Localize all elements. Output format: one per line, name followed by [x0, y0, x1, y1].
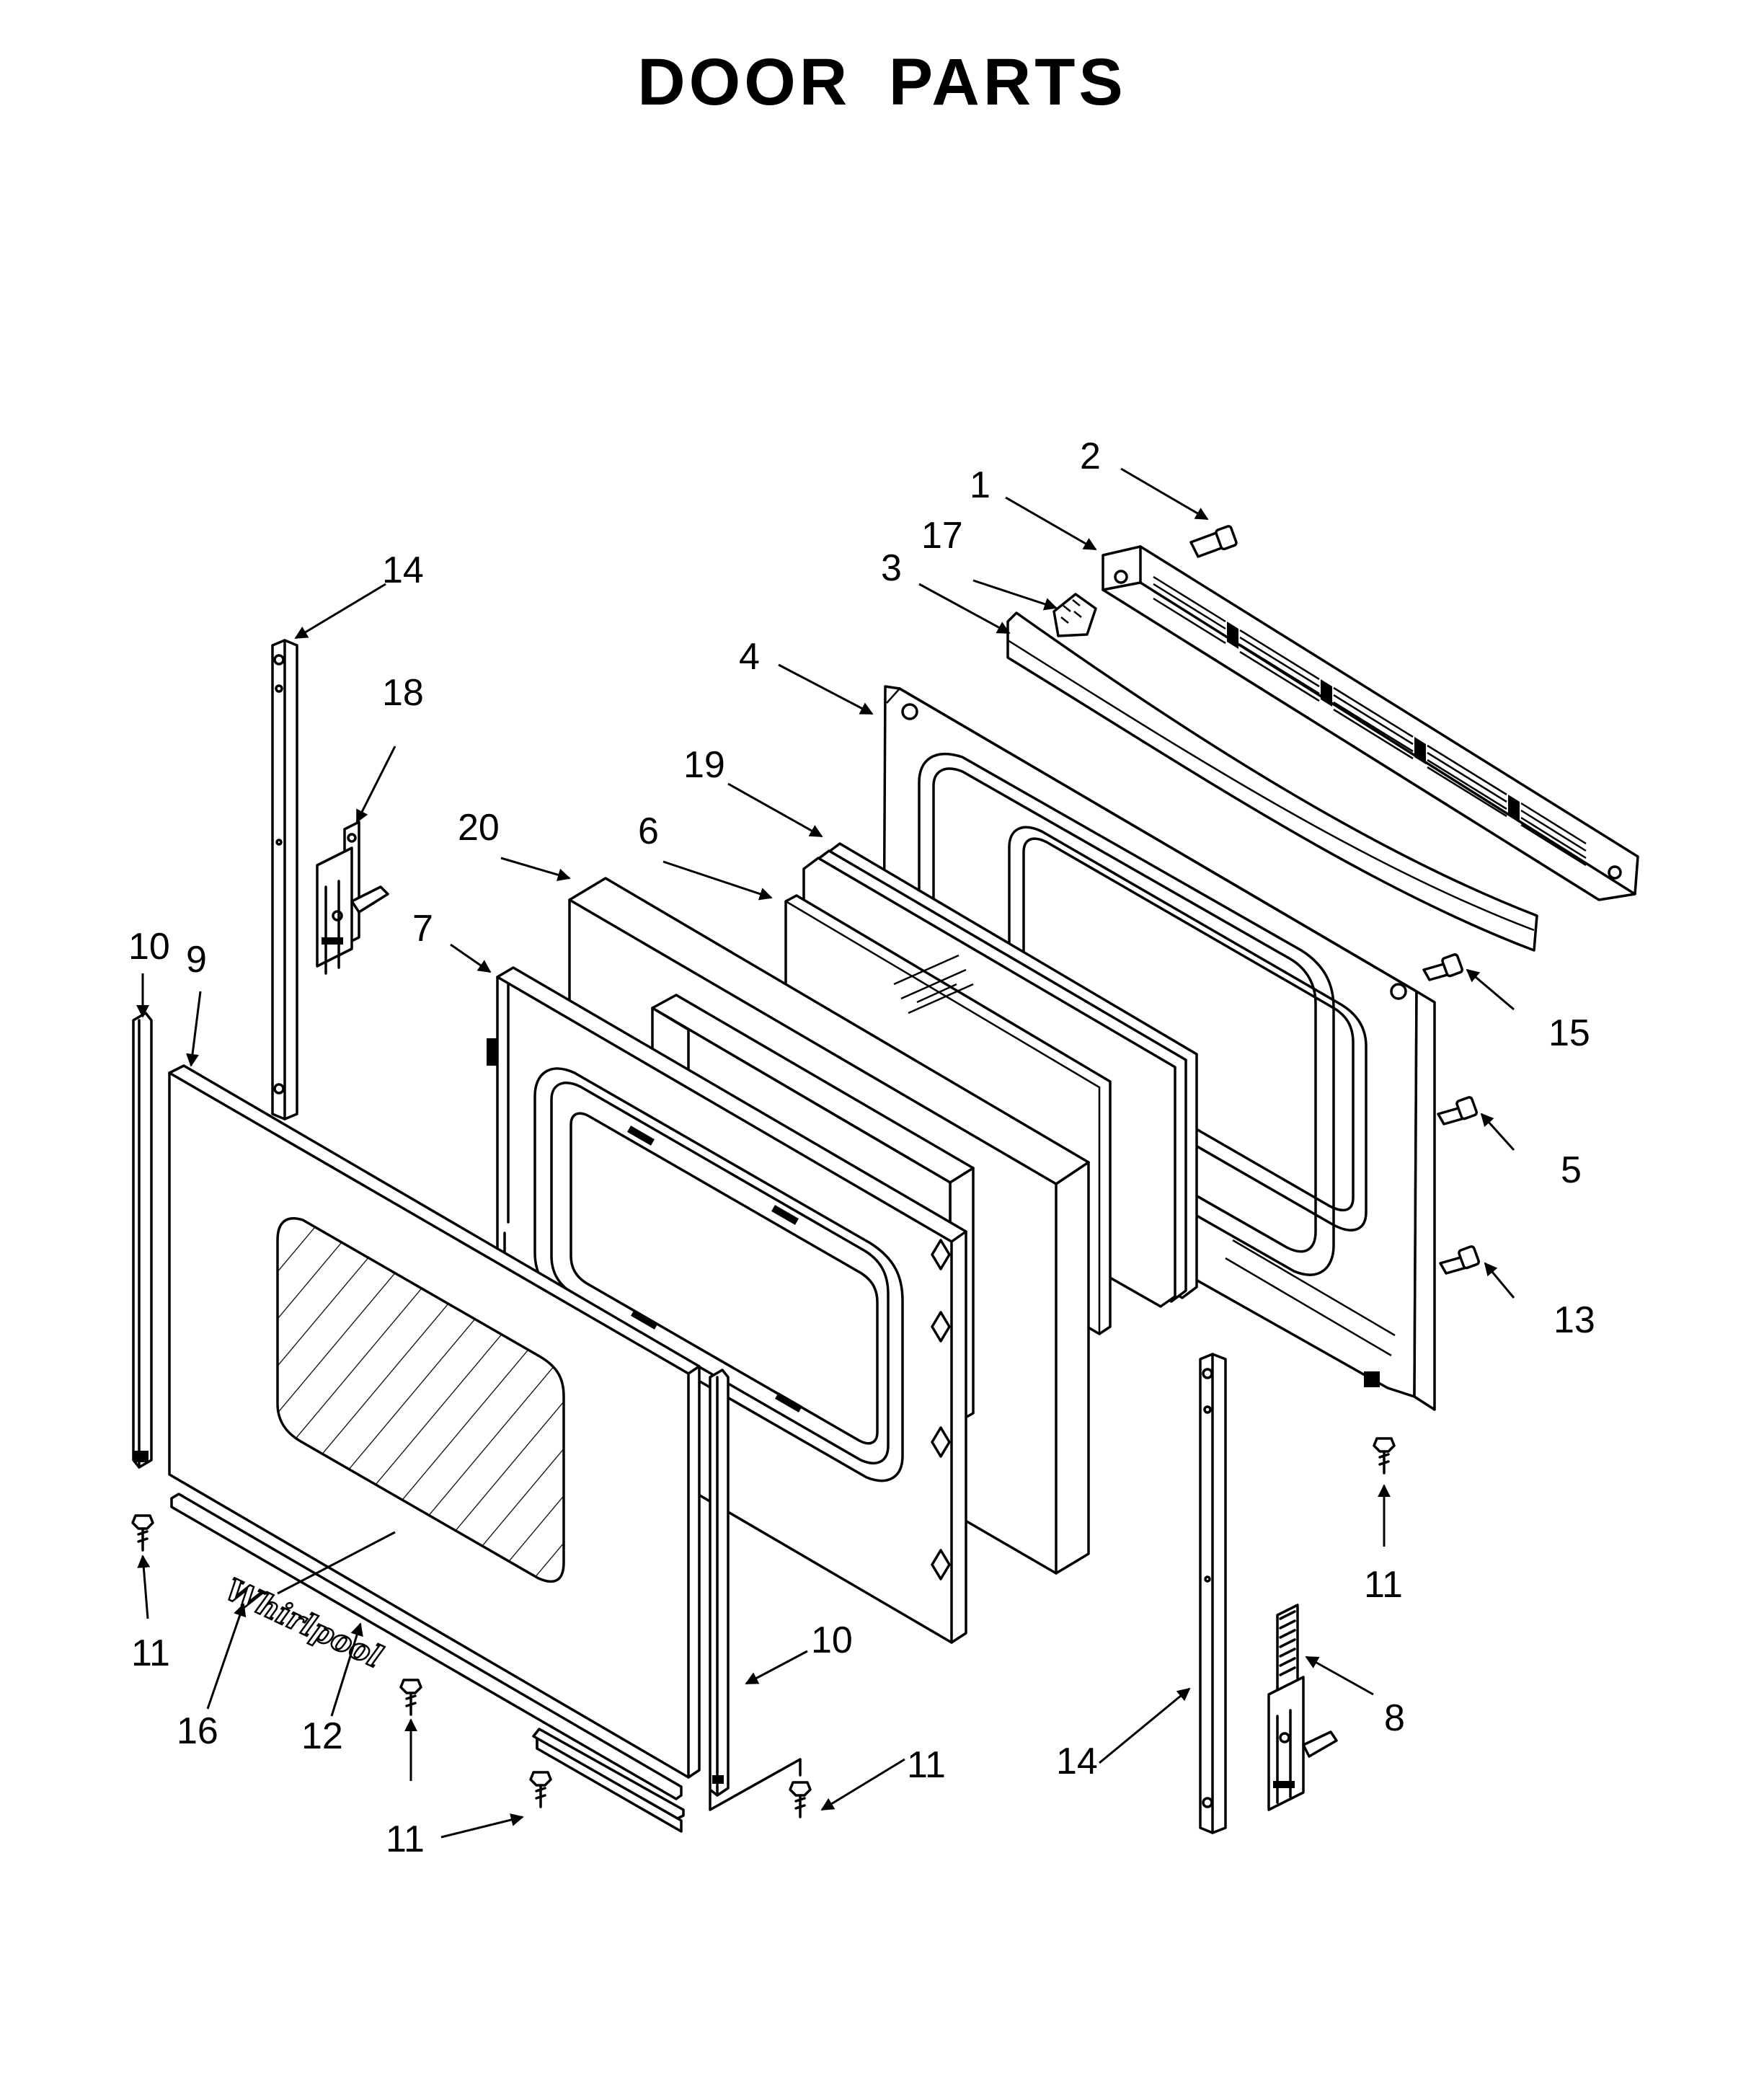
callout-8: 8 — [1384, 1697, 1405, 1739]
side-screw-15-part — [1422, 953, 1464, 981]
callout-1: 1 — [970, 464, 990, 506]
bottom-trim-part — [170, 1493, 685, 1833]
screw-11-bottom-center — [529, 1771, 552, 1808]
vent-slots — [1153, 575, 1587, 867]
callout-2: 2 — [1080, 436, 1101, 477]
right-trim-strip-part — [709, 1369, 802, 1811]
gasket-strip-part — [1006, 611, 1538, 952]
callout-4: 4 — [739, 636, 760, 678]
callout-19: 19 — [683, 744, 725, 786]
callout-18: 18 — [382, 672, 424, 714]
screw-11-left — [131, 1514, 154, 1552]
right-side-channel-part — [1199, 1353, 1227, 1834]
side-screw-5-part — [1437, 1096, 1479, 1126]
left-hinge-part — [316, 821, 389, 975]
logo-leader-line — [277, 1531, 396, 1595]
callout-7: 7 — [412, 908, 433, 950]
page-title: DOOR PARTS — [637, 45, 1127, 119]
callout-3: 3 — [881, 547, 902, 589]
callout-14-right: 14 — [1056, 1741, 1098, 1782]
trim-screw-part — [1189, 525, 1238, 558]
callout-9: 9 — [186, 939, 207, 981]
callout-12: 12 — [301, 1715, 343, 1757]
callout-11-right: 11 — [1364, 1564, 1403, 1606]
callout-20: 20 — [458, 807, 500, 849]
callout-17: 17 — [921, 515, 963, 557]
viewing-window — [276, 1217, 565, 1583]
callout-labels: 1 2 17 3 4 19 6 20 7 14 18 10 9 15 5 13 … — [128, 436, 1595, 1860]
callout-10-left: 10 — [128, 926, 170, 968]
callout-6: 6 — [638, 810, 659, 852]
side-screw-13-part — [1439, 1245, 1481, 1275]
left-side-channel-part — [271, 639, 298, 1120]
screw-11-bottom-left — [399, 1679, 422, 1716]
right-hinge-part — [1267, 1604, 1338, 1811]
callout-15: 15 — [1548, 1012, 1590, 1054]
callout-16: 16 — [177, 1710, 218, 1752]
screw-11-right — [1373, 1437, 1396, 1475]
callout-11-bottom-right: 11 — [907, 1744, 946, 1786]
screw-11-bottom-right — [789, 1781, 812, 1818]
callout-14-left: 14 — [382, 549, 424, 591]
callout-5: 5 — [1561, 1149, 1582, 1191]
callout-11-left: 11 — [131, 1632, 170, 1674]
leader-arrows — [136, 467, 1515, 1839]
vent-trim-part — [1102, 545, 1639, 901]
trim-clip-part — [1052, 593, 1097, 637]
left-trim-strip-part — [132, 1012, 153, 1469]
callout-10-right: 10 — [811, 1619, 853, 1661]
callout-13: 13 — [1554, 1299, 1595, 1341]
callout-11-bottom-left: 11 — [386, 1818, 425, 1860]
